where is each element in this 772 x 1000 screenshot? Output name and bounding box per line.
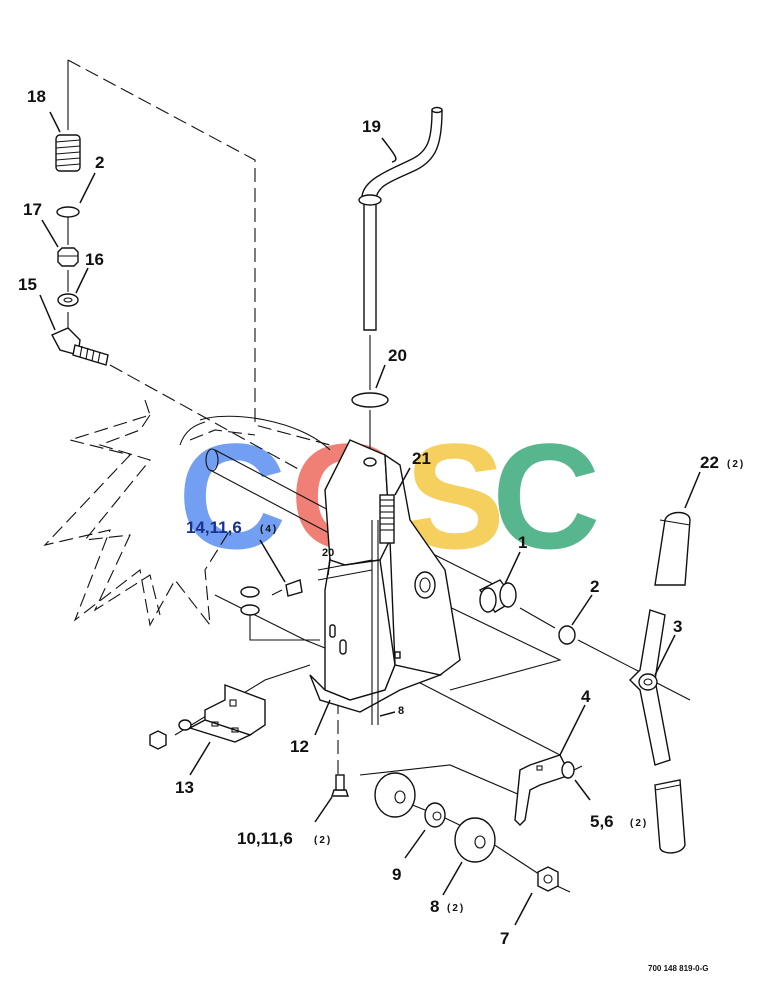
callout-3: 3	[673, 617, 682, 636]
callout-14-qty: (4)	[260, 524, 278, 535]
callout-9: 9	[392, 865, 401, 884]
callout-10-11-6: 10,11,6	[237, 829, 293, 848]
watermark-letter-c1: C	[178, 412, 286, 580]
callout-14-11-6: 14,11,6	[186, 518, 242, 537]
bolt-set-part-14	[240, 579, 303, 616]
document-number: 700 148 819-0-G	[648, 964, 709, 973]
callout-2-mid: 2	[590, 577, 599, 596]
bolt-part-10	[331, 774, 349, 797]
rack-plate-part-21	[379, 494, 395, 544]
nut-washer-left	[149, 719, 192, 750]
callout-20: 20	[388, 346, 407, 365]
callout-4: 4	[581, 687, 591, 706]
callout-5-6: 5,6	[590, 812, 614, 831]
bolt-part-15	[51, 327, 109, 366]
callout-labels: 18 2 17 16 15 19 20 21 22 (2) 14,11,6 (4…	[18, 87, 745, 948]
callout-20-small: 20	[322, 547, 334, 559]
callout-15: 15	[18, 275, 37, 294]
callout-5-6-qty: (2)	[630, 818, 648, 829]
callout-10-qty: (2)	[314, 835, 332, 846]
callout-17: 17	[23, 200, 42, 219]
bolt-part-5	[561, 761, 583, 779]
callout-22-qty: (2)	[727, 459, 745, 470]
washer-part-20	[351, 392, 389, 408]
callout-1: 1	[518, 533, 527, 552]
washer-part-2-top	[56, 206, 80, 218]
washer-part-2-mid	[558, 625, 576, 645]
vertical-rod	[317, 520, 379, 725]
spring-part-18	[55, 134, 81, 172]
callout-12: 12	[290, 737, 309, 756]
pulley-part-8-left	[374, 772, 416, 818]
crank-rod-part-19	[358, 106, 443, 331]
nut-part-7	[537, 866, 559, 892]
reel-tines-outline	[43, 399, 256, 627]
callout-13: 13	[175, 778, 194, 797]
callout-21: 21	[412, 449, 431, 468]
callout-2-top: 2	[95, 153, 104, 172]
leader-lines	[39, 111, 701, 926]
paddle-part-22-top	[654, 511, 691, 586]
angle-bracket-part-13	[188, 683, 266, 743]
callout-7: 7	[500, 929, 509, 948]
watermark-letter-c2: C	[492, 412, 600, 580]
tine-arm-part-3	[629, 609, 671, 766]
bracket-part-4	[514, 754, 571, 826]
callout-18: 18	[27, 87, 46, 106]
callout-16: 16	[85, 250, 104, 269]
callout-8-small: 8	[398, 705, 404, 717]
bushing-part-1	[478, 579, 517, 613]
lock-washer-part-16	[57, 293, 79, 307]
nut-part-17	[57, 247, 79, 267]
callout-22: 22	[700, 453, 719, 472]
callout-8: 8	[430, 897, 439, 916]
paddle-part-22-bottom	[654, 779, 686, 854]
callout-8-qty: (2)	[447, 903, 465, 914]
callout-19: 19	[362, 117, 381, 136]
pulley-part-8-right	[454, 817, 496, 863]
spacer-part-9	[424, 802, 446, 828]
